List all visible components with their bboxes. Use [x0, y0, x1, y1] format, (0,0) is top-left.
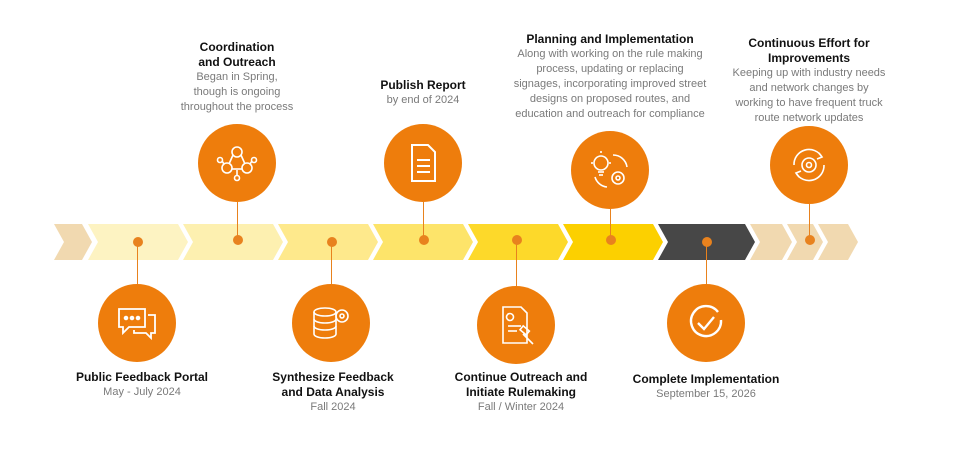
milestone-title: Planning and Implementation	[526, 32, 694, 46]
cycle-gear-icon	[786, 142, 832, 188]
milestone-dot	[418, 235, 429, 245]
milestone-title: Continuous Effort for	[748, 36, 870, 50]
milestone-title: and Data Analysis	[281, 385, 385, 399]
milestone-dot	[326, 237, 337, 247]
milestone-subtitle: throughout the process	[180, 101, 294, 113]
timeline-segment	[818, 224, 858, 260]
milestone-dot	[511, 235, 522, 245]
milestone-subtitle: process, updating or replacing	[536, 63, 684, 75]
milestone-title: Continue Outreach and	[454, 370, 588, 384]
milestone-subtitle: Fall 2024	[310, 401, 356, 413]
document-icon	[400, 140, 446, 186]
milestone-connector	[423, 202, 424, 240]
milestone-connector	[137, 242, 138, 284]
milestone-title: Publish Report	[380, 78, 466, 92]
milestone-title: Initiate Rulemaking	[465, 385, 577, 399]
milestone-dot	[804, 235, 815, 245]
milestone-title: Synthesize Feedback	[272, 370, 394, 384]
chat-bubbles-icon	[114, 300, 160, 346]
milestone-connector	[237, 202, 238, 240]
milestone-connector	[516, 240, 517, 286]
milestone-subtitle: Keeping up with industry needs	[732, 67, 886, 79]
milestone-dot	[701, 237, 712, 247]
milestone-subtitle: education and outreach for compliance	[515, 108, 705, 120]
timeline-segment	[750, 224, 792, 260]
milestone-title: Complete Implementation	[632, 372, 780, 386]
milestone-icon-circle	[292, 284, 370, 362]
milestone-title: and Outreach	[198, 55, 276, 69]
milestone-label: Publish Report by end of 2024	[333, 78, 513, 108]
milestone-subtitle: and network changes by	[749, 82, 869, 94]
lightbulb-gear-icon	[587, 147, 633, 193]
document-gavel-icon	[493, 302, 539, 348]
database-gear-icon	[308, 300, 354, 346]
check-circle-icon	[683, 300, 729, 346]
milestone-subtitle: May - July 2024	[103, 386, 181, 398]
milestone-subtitle: designs on proposed routes, and	[529, 93, 691, 105]
milestone-icon-circle	[198, 124, 276, 202]
milestone-icon-circle	[384, 124, 462, 202]
milestone-subtitle: by end of 2024	[386, 94, 460, 106]
milestone-subtitle: working to have frequent truck	[735, 97, 883, 109]
network-people-icon	[214, 140, 260, 186]
timeline-segment	[54, 224, 92, 260]
milestone-icon-circle	[98, 284, 176, 362]
milestone-title: Public Feedback Portal	[75, 370, 209, 384]
milestone-subtitle: Fall / Winter 2024	[477, 401, 565, 413]
milestone-dot	[132, 237, 143, 247]
milestone-dot	[605, 235, 616, 245]
milestone-subtitle: Along with working on the rule making	[517, 48, 703, 60]
milestone-connector	[809, 204, 810, 240]
milestone-icon-circle	[770, 126, 848, 204]
milestone-connector	[610, 209, 611, 240]
milestone-title: Improvements	[767, 51, 851, 65]
milestone-connector	[706, 242, 707, 284]
milestone-subtitle: route network updates	[754, 112, 864, 124]
milestone-icon-circle	[477, 286, 555, 364]
milestone-connector	[331, 242, 332, 284]
milestone-subtitle: signages, incorporating improved street	[513, 78, 707, 90]
milestone-subtitle: Began in Spring,	[196, 71, 278, 83]
milestone-icon-circle	[571, 131, 649, 209]
milestone-title: Coordination	[199, 40, 275, 54]
milestone-subtitle: though is ongoing	[193, 86, 281, 98]
milestone-icon-circle	[667, 284, 745, 362]
milestone-subtitle: September 15, 2026	[656, 388, 756, 400]
milestone-dot	[232, 235, 243, 245]
